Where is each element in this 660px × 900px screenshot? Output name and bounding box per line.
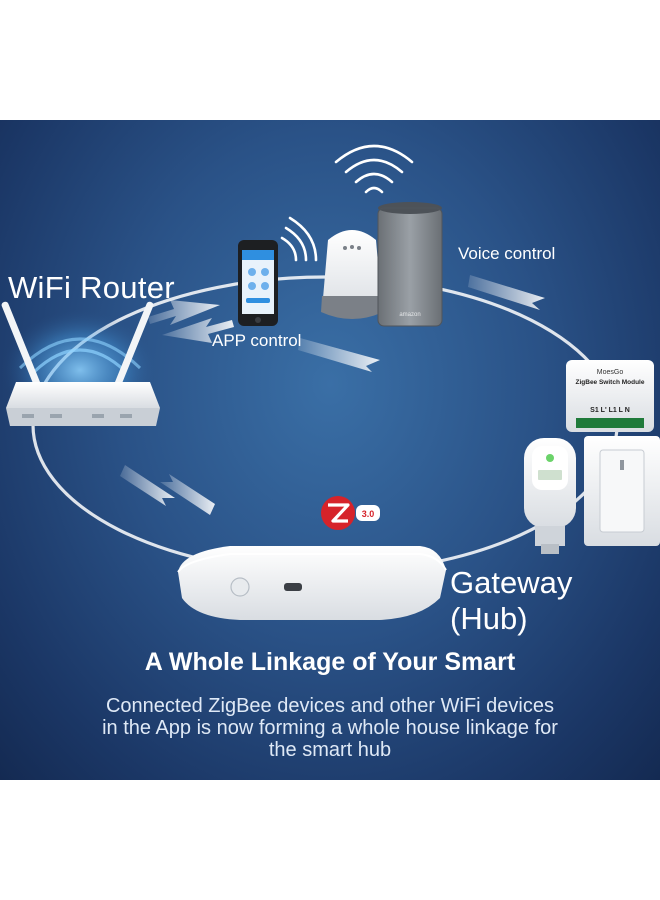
wall-switch-icon <box>584 436 660 546</box>
zigbee-switch-module-icon: MoesGo ZigBee Switch Module S1 L' L1 L N <box>566 360 654 432</box>
linkage-scene: amazon MoesGo ZigBee Switch Module S1 L'… <box>1 144 660 620</box>
description-line-2: in the App is now forming a whole house … <box>102 717 558 739</box>
smartphone-icon <box>238 240 278 326</box>
voice-wifi-signal-icon <box>334 144 414 194</box>
arrow-router-to-phone <box>162 318 234 343</box>
zigbee-logo-icon: 3.0 <box>321 496 380 530</box>
hero-panel: amazon MoesGo ZigBee Switch Module S1 L'… <box>0 120 660 780</box>
zigbee-version: 3.0 <box>362 509 375 519</box>
gateway-label-line2: (Hub) <box>450 601 528 636</box>
speaker-brand: amazon <box>399 312 420 318</box>
headline: A Whole Linkage of Your Smart <box>144 648 516 676</box>
arrow-voice-to-module <box>468 275 545 310</box>
google-home-speaker-icon <box>321 230 383 319</box>
wifi-router-label: WiFi Router <box>8 270 175 305</box>
module-name: ZigBee Switch Module <box>576 379 645 386</box>
description-line-1: Connected ZigBee devices and other WiFi … <box>105 695 554 717</box>
flow-arrows <box>120 275 545 515</box>
description-line-3: the smart hub <box>268 739 392 761</box>
thermostatic-valve-icon <box>524 438 576 554</box>
description: Connected ZigBee devices and other WiFi … <box>40 695 620 761</box>
voice-control-label: Voice control <box>458 244 556 263</box>
amazon-echo-speaker-icon: amazon <box>377 202 443 327</box>
arrow-phone-to-router <box>148 300 220 325</box>
wifi-signal-icon <box>280 216 318 262</box>
gateway-label-line1: Gateway <box>450 565 573 600</box>
module-brand: MoesGo <box>597 369 624 376</box>
module-terminals: S1 L' L1 L N <box>590 407 630 414</box>
gateway-label: Gateway (Hub) <box>450 565 572 637</box>
arrow-router-to-hub-down <box>120 465 175 506</box>
app-control-label: APP control <box>212 331 302 350</box>
gateway-hub-icon <box>177 546 447 620</box>
arrow-app-to-hub <box>298 338 380 372</box>
wifi-router-icon <box>1 301 160 430</box>
arrow-hub-to-router-up <box>160 474 215 515</box>
